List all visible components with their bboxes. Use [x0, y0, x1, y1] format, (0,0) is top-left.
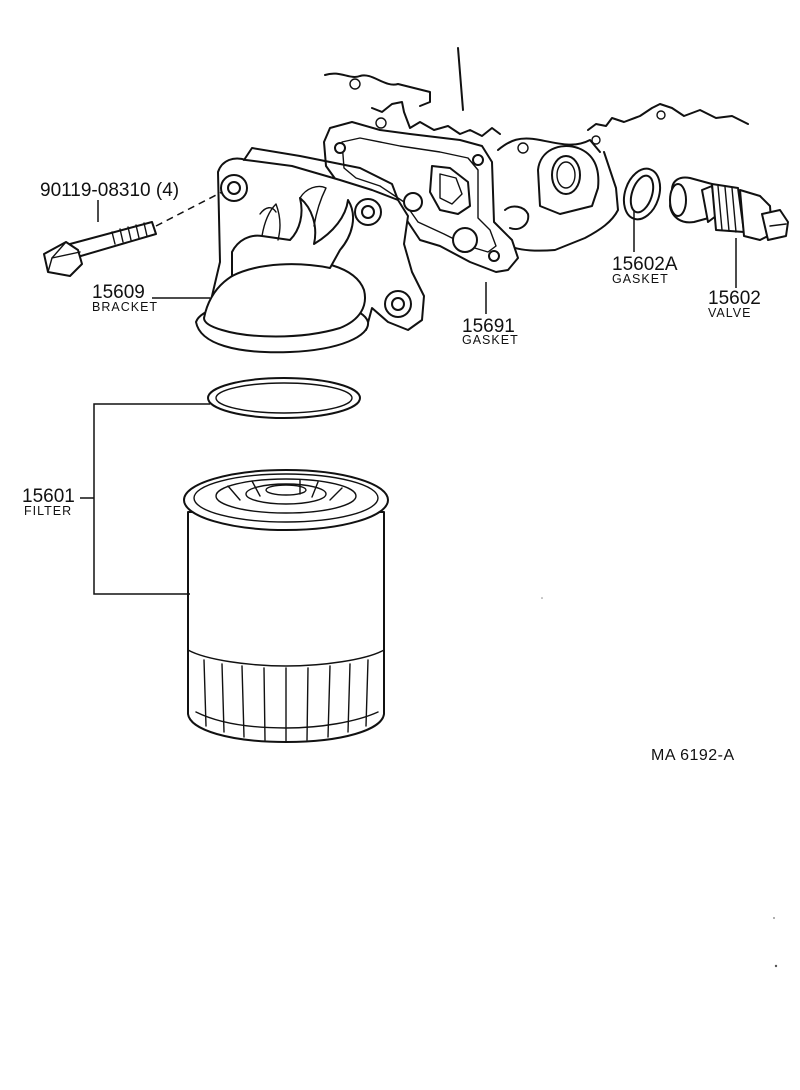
- filter-part-number: 15601: [22, 486, 75, 507]
- scan-speck: [541, 597, 543, 599]
- callout-bracket: 15609 BRACKET: [92, 282, 158, 314]
- scan-speck: [774, 964, 778, 968]
- bracket-15609-part: [195, 147, 425, 354]
- callout-gasket-15602a: 15602A GASKET: [612, 254, 678, 286]
- callout-gasket-15691: 15691 GASKET: [462, 316, 519, 347]
- bolt-part: [43, 191, 223, 277]
- gasket-15691-part: [323, 121, 519, 273]
- callout-valve: 15602 VALVE: [708, 288, 761, 320]
- bracket-part-name: BRACKET: [92, 300, 158, 314]
- o-ring-part: [207, 377, 361, 419]
- valve-part-number: 15602: [708, 288, 761, 309]
- filter-15601-part: [183, 469, 389, 743]
- gasket-15691-number: 15691: [462, 316, 515, 337]
- valve-part-name: VALVE: [708, 306, 751, 320]
- bolt-part-number: 90119-08310 (4): [40, 180, 179, 201]
- gasket-15602a-number: 15602A: [612, 254, 678, 275]
- scan-speck: [773, 917, 775, 919]
- callout-bolt: 90119-08310 (4): [40, 180, 179, 201]
- bolt-dash-line: [155, 191, 223, 227]
- valve-15602-part: [669, 176, 789, 241]
- leader-lines: [80, 200, 737, 595]
- drawing-code: MA 6192-A: [651, 747, 735, 764]
- filter-part-name: FILTER: [24, 504, 72, 518]
- gasket-15602a-part: [622, 167, 662, 221]
- gasket-15691-name: GASKET: [462, 333, 519, 347]
- gasket-15602a-name: GASKET: [612, 272, 669, 286]
- callout-filter: 15601 FILTER: [22, 486, 75, 518]
- bracket-part-number: 15609: [92, 282, 145, 303]
